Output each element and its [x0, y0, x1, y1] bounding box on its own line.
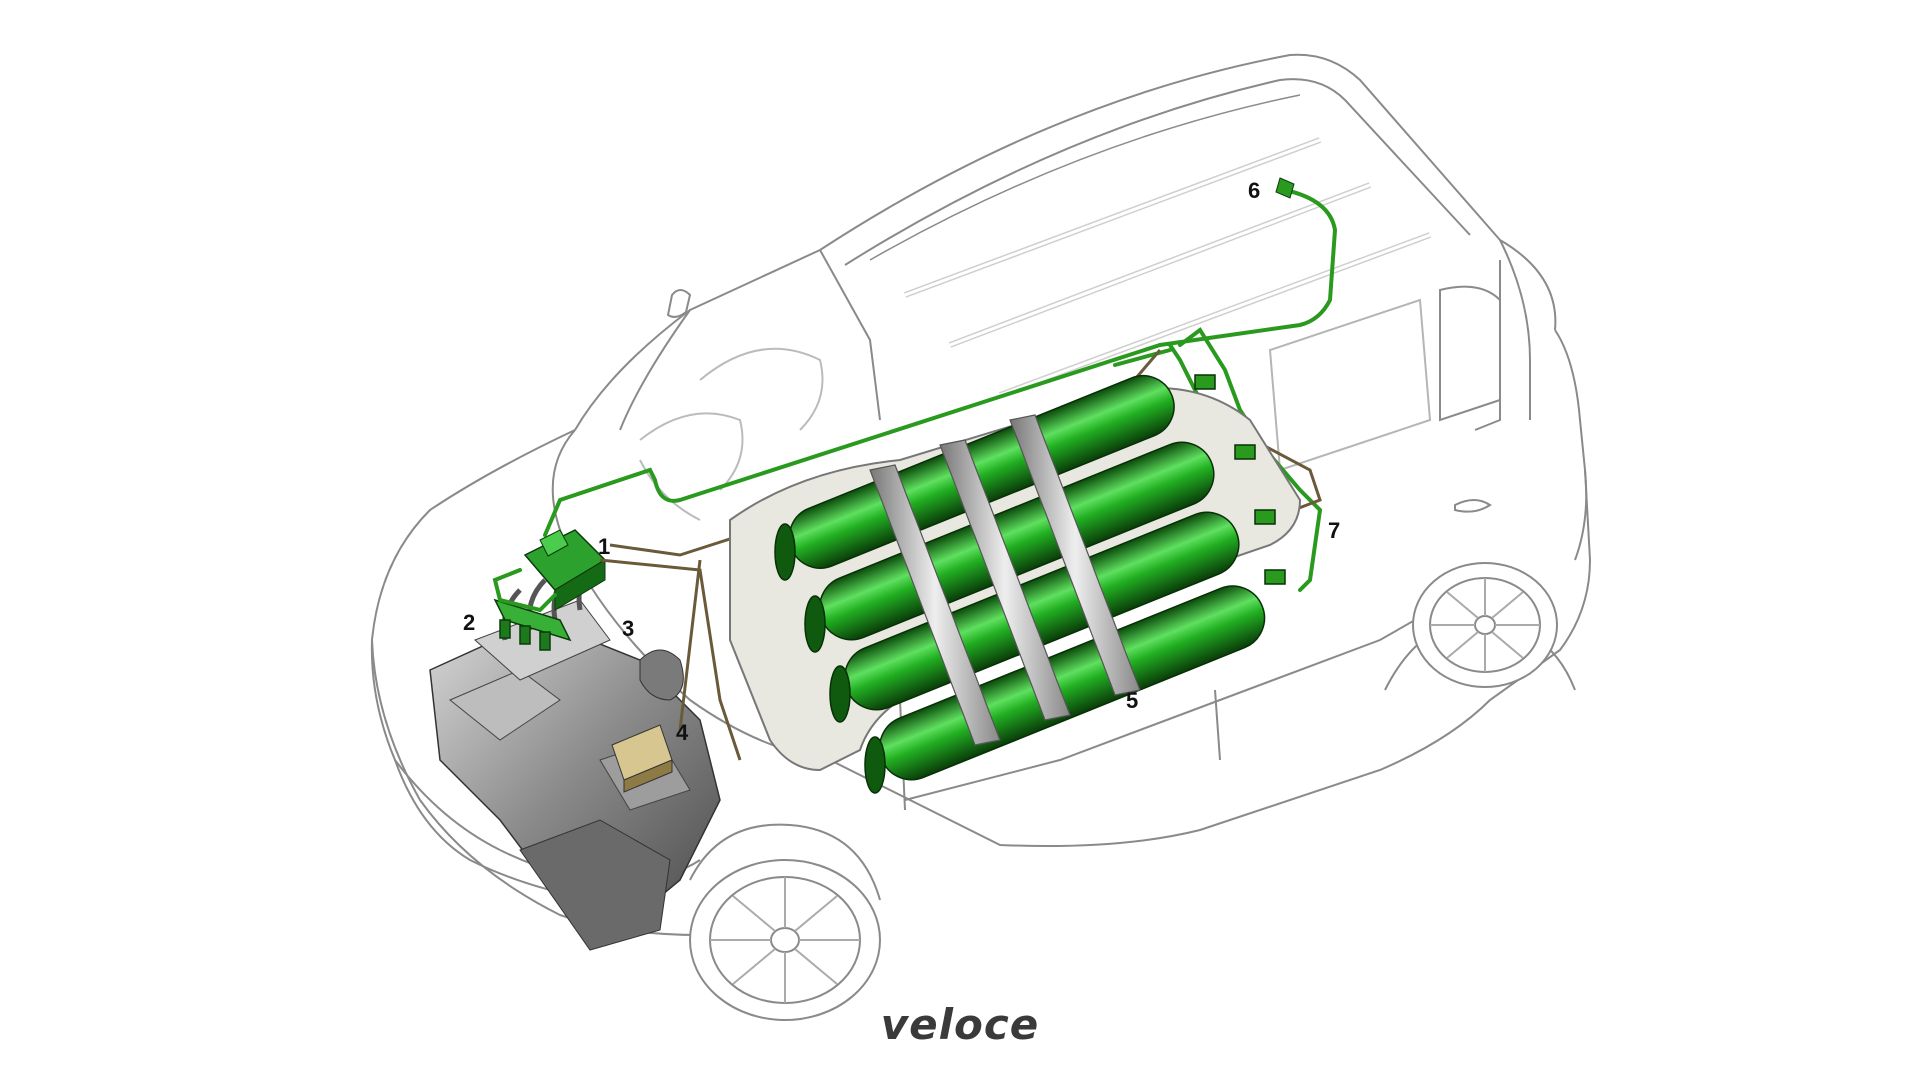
ecu-box — [611, 724, 673, 793]
front-wheel — [689, 859, 881, 1021]
cylinder-straps — [869, 414, 1141, 746]
callout-4: 4 — [676, 720, 689, 745]
callout-3: 3 — [622, 616, 635, 641]
injector-rail — [493, 598, 572, 651]
callout-5: 5 — [1126, 688, 1139, 713]
callout-6: 6 — [1248, 178, 1261, 203]
engine-block — [429, 558, 721, 951]
callout-2: 2 — [463, 610, 476, 635]
callout-1: 1 — [598, 534, 611, 559]
rear-wheel — [1412, 562, 1558, 688]
callout-7: 7 — [1328, 518, 1341, 543]
veloce-logo: veloce — [880, 1000, 1040, 1049]
pressure-regulator — [523, 529, 607, 611]
filler-valve — [1275, 177, 1295, 199]
car-body-outline — [370, 53, 1592, 936]
